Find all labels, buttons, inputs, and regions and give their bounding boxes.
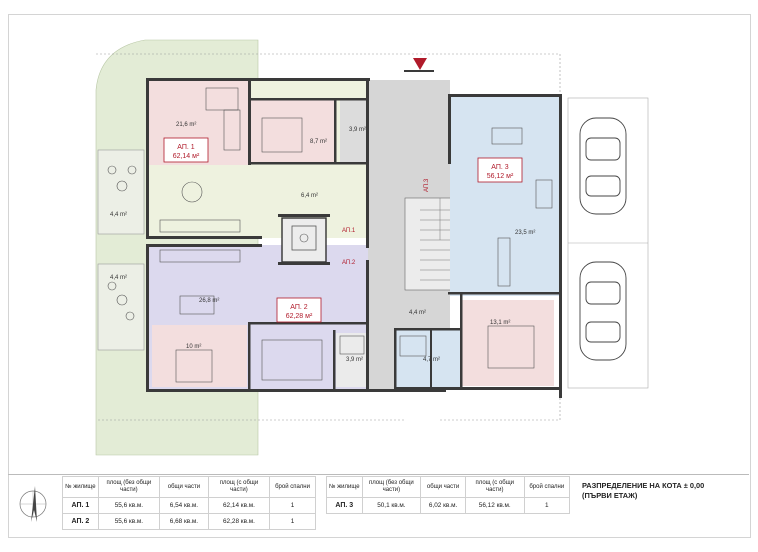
terrace-1 [97,149,145,235]
room-area: 4,4 m² [409,310,426,316]
north-arrow-icon [19,486,47,522]
col-header: площ (с общи части) [207,476,271,498]
table-cell: 50,1 кв.м. [361,497,422,514]
car-icon [579,117,627,215]
col-header: площ (без общи части) [361,476,422,498]
distribution-line-2: (ПЪРВИ ЕТАЖ) [582,491,638,500]
apartment-3-area [450,96,560,296]
table-cell: 62,14 кв.м. [207,497,271,514]
room-area: 3,9 m² [349,127,366,133]
table-row: АП. 3 50,1 кв.м. 6,02 кв.м. 56,12 кв.м. … [326,497,571,514]
table-row: АП. 1 55,6 кв.м. 6,54 кв.м. 62,14 кв.м. … [62,497,316,514]
table-cell: 6,68 кв.м. [159,513,209,530]
units-table-left: № жилище площ (без общи части) общи част… [62,476,316,530]
distribution-line-1: РАЗПРЕДЕЛЕНИЕ НА КОТА ± 0,00 [582,481,705,490]
room-area: 4,4 m² [110,275,127,281]
apartment-3-tag: АП. 3 56,12 м² [477,157,523,183]
door-tag-ap1: АП.1 [342,228,356,234]
col-header: брой спални [269,476,316,498]
table-cell: 6,54 кв.м. [159,497,209,514]
svg-text:АП. 1: АП. 1 [177,144,195,151]
table-cell: 1 [269,513,316,530]
col-header: № жилище [326,476,363,498]
entrance-arrow-icon [413,58,427,70]
svg-text:АП. 3: АП. 3 [491,164,509,171]
svg-text:АП. 2: АП. 2 [290,304,308,311]
door-tag-ap3: АП.3 [424,178,430,192]
table-cell: 55,6 кв.м. [97,513,161,530]
room-area: 4,7 m² [423,357,440,363]
apartment-2-bath [336,333,368,387]
table-cell: АП. 1 [62,497,99,514]
table-cell: 55,6 кв.м. [97,497,161,514]
apartment-2-bedroom [152,325,247,387]
svg-text:62,14 м²: 62,14 м² [173,153,200,160]
walls [146,70,562,398]
apartment-1-bathroom [340,100,368,162]
apartment-1-bedroom [250,100,334,162]
room-area: 26,8 m² [199,298,219,304]
room-area: 6,4 m² [301,193,318,199]
col-header: общи части [420,476,466,498]
elevator [281,217,327,263]
table-row: АП. 2 55,6 кв.м. 6,68 кв.м. 62,28 кв.м. … [62,513,316,530]
col-header: № жилище [62,476,99,498]
table-cell: 56,12 кв.м. [464,497,525,514]
table-cell: АП. 2 [62,513,99,530]
room-area: 3,9 m² [346,357,363,363]
units-table-right: № жилище площ (без общи части) общи част… [326,476,571,514]
col-header: брой спални [523,476,571,498]
door-tag-ap2: АП.2 [342,260,356,266]
legend-panel [8,474,749,537]
room-area: 13,1 m² [490,320,510,326]
apartment-3-bath [396,330,462,387]
svg-text:56,12 м²: 56,12 м² [487,173,514,180]
apartment-3-bedroom [462,300,554,386]
apartment-2-tag: АП. 2 62,28 м² [276,297,322,323]
table-cell: 6,02 кв.м. [420,497,466,514]
col-header: общи части [159,476,209,498]
terrace-2 [97,263,145,351]
table-cell: 62,28 кв.м. [207,513,271,530]
car-icon [579,261,627,361]
furniture [107,87,553,383]
table-header-row: № жилище площ (без общи части) общи част… [62,476,316,498]
site-outline [96,53,561,421]
distribution-title: РАЗПРЕДЕЛЕНИЕ НА КОТА ± 0,00 (ПЪРВИ ЕТАЖ… [582,481,742,501]
room-area: 10 m² [186,344,201,350]
room-area: 8,7 m² [310,139,327,145]
room-area: 4,4 m² [110,212,127,218]
table-header-row: № жилище площ (без общи части) общи част… [326,476,571,498]
col-header: площ (без общи части) [97,476,161,498]
col-header: площ (с общи части) [464,476,525,498]
table-cell: АП. 3 [326,497,363,514]
room-area: 21,6 m² [176,122,196,128]
room-area: 23,5 m² [515,230,535,236]
svg-text:62,28 м²: 62,28 м² [286,313,313,320]
apartment-1-tag: АП. 1 62,14 м² [163,137,209,163]
table-cell: 1 [523,497,571,514]
table-cell: 1 [269,497,316,514]
